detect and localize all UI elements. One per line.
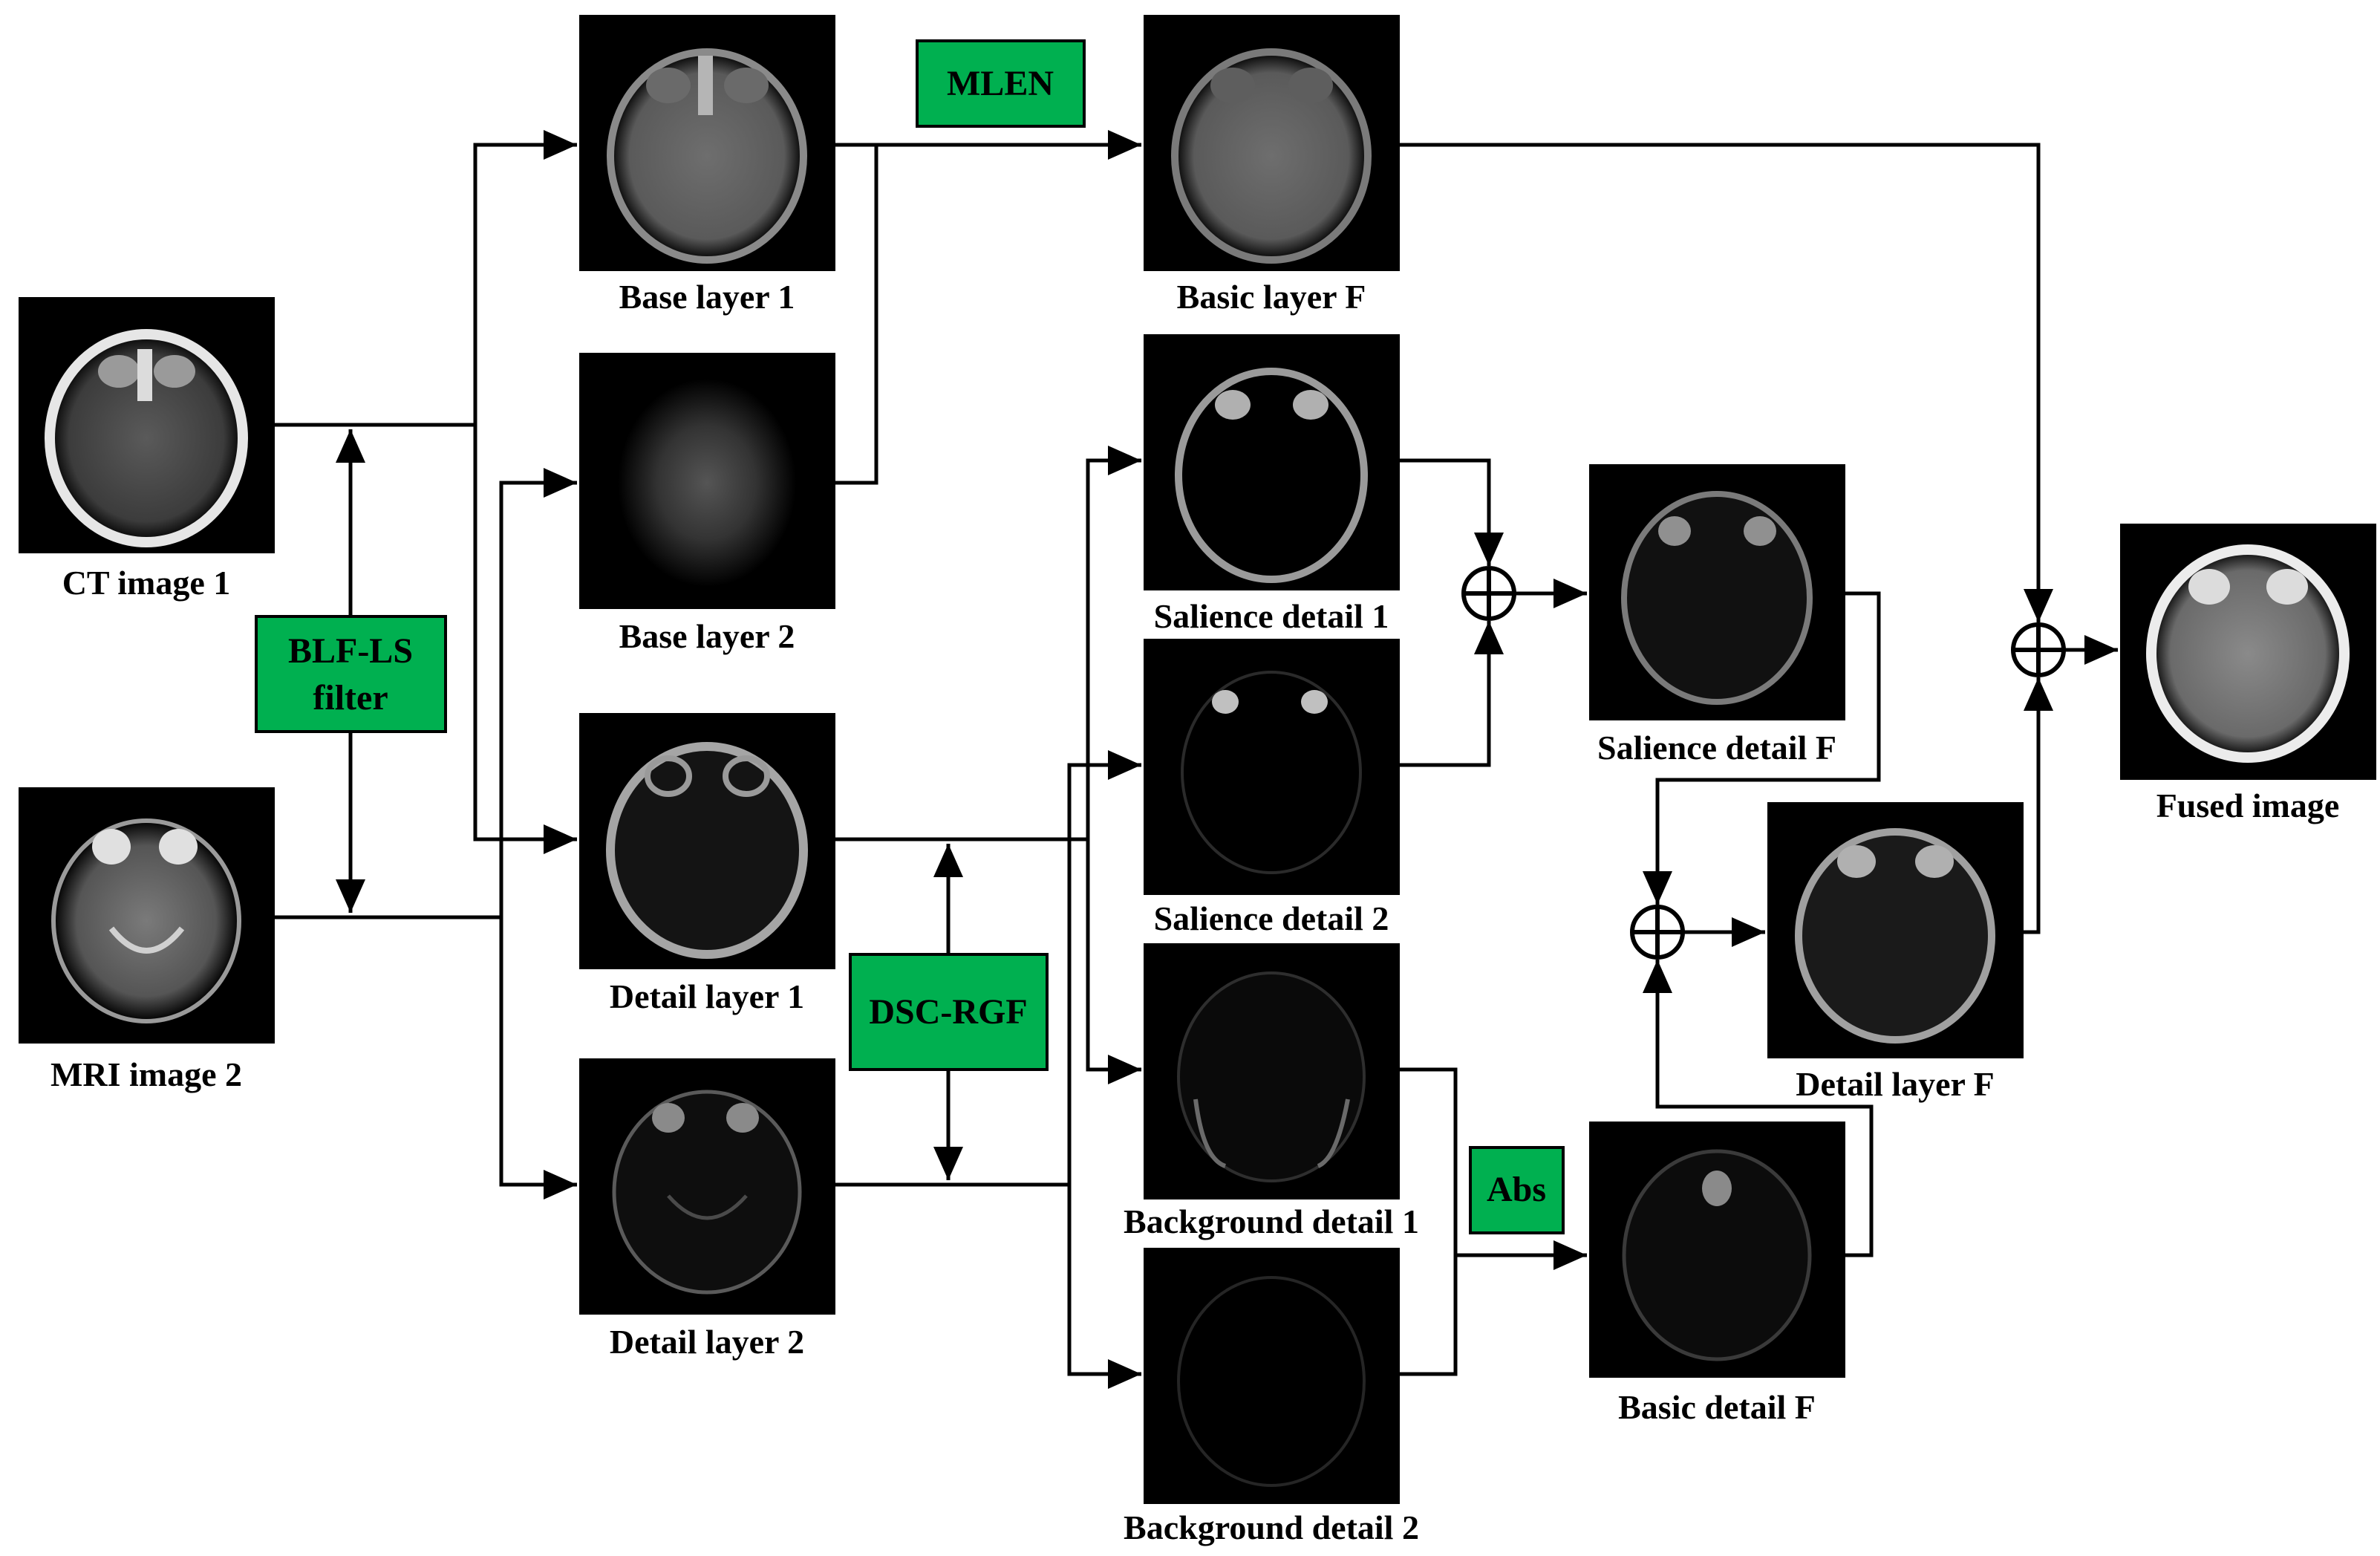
background-detail-1-caption: Background detail 1 [1124,1202,1419,1240]
salience-detail-f-caption: Salience detail F [1597,729,1836,766]
background-detail-1-thumbnail [1144,943,1400,1199]
circled-plus-icon [1461,566,1516,621]
basic-layer-f-caption: Basic layer F [1177,278,1366,316]
detail-layer-f-caption: Detail layer F [1796,1065,1994,1103]
circled-plus-icon [1630,905,1685,960]
mri-image-caption: MRI image 2 [50,1055,242,1093]
detail-layer-f-thumbnail [1767,802,2024,1058]
detail-layer-1-caption: Detail layer 1 [610,977,804,1015]
salience-detail-f-thumbnail [1589,464,1845,720]
basic-detail-f-caption: Basic detail F [1618,1388,1816,1426]
connectors [275,130,2118,1389]
base-layer-2-thumbnail [579,353,835,609]
dsc-rgf-box: DSC-RGF [849,953,1049,1071]
basic-layer-f-thumbnail [1144,15,1400,271]
background-detail-2-thumbnail [1144,1248,1400,1504]
salience-detail-1-thumbnail [1144,334,1400,590]
abs-box: Abs [1469,1146,1565,1234]
basic-detail-f-thumbnail [1589,1122,1845,1378]
abs-label: Abs [1487,1170,1546,1209]
fused-image-caption: Fused image [2156,787,2340,824]
blf-ls-label: BLF-LS [288,631,413,671]
salience-detail-2-thumbnail [1144,639,1400,895]
circled-plus-icon [2011,622,2066,677]
base-layer-2-caption: Base layer 2 [619,617,795,655]
salience-detail-1-caption: Salience detail 1 [1154,597,1389,635]
salience-detail-2-caption: Salience detail 2 [1154,899,1389,937]
base-layer-1-thumbnail [579,15,835,271]
detail-layer-2-thumbnail [579,1058,835,1315]
ct-image-thumbnail [19,297,275,553]
mlen-box: MLEN [916,39,1086,128]
blf-ls-filter-box: BLF-LS filter [255,615,447,733]
fused-image-thumbnail [2120,524,2376,780]
blf-ls-filter-label: filter [313,678,388,717]
detail-layer-1-thumbnail [579,713,835,969]
background-detail-2-caption: Background detail 2 [1124,1508,1419,1546]
mri-image-thumbnail [19,787,275,1044]
mlen-label: MLEN [947,64,1054,103]
dsc-rgf-label: DSC-RGF [869,992,1027,1032]
base-layer-1-caption: Base layer 1 [619,278,795,316]
ct-image-caption: CT image 1 [62,564,231,602]
detail-layer-2-caption: Detail layer 2 [610,1323,804,1361]
